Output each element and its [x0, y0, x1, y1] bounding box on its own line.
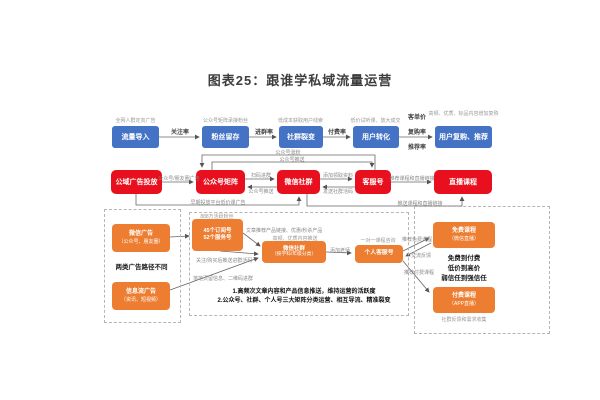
- funnel-note-repurchase: 高频、优质、标品内容增加复购: [428, 111, 499, 117]
- detail-box-community: 微信社群 （按学科/年级分类）: [262, 241, 326, 263]
- funnel-note-traffic: 全网人群定向广告: [115, 118, 156, 124]
- detail-box-personal-service-label: 个人客服号: [364, 250, 394, 257]
- detail-box-paid-course-line2: （APP直播）: [448, 300, 479, 307]
- detail-box-wechat-ads: 微信广告 （公众号、朋友圈）: [112, 224, 170, 252]
- detail-note-one-on-one: 一对一课程咨询: [360, 237, 396, 244]
- detail-label-recommend-paid: 推荐付费课程: [403, 270, 434, 276]
- detail-label-feedback: 交流反馈: [410, 253, 431, 259]
- detail-note-content-push: 高频、优质内容推送: [272, 235, 318, 242]
- funnel-note-fission: 低成本获取用户线索: [277, 118, 323, 124]
- funnel-box-traffic-import: 流量导入: [112, 126, 159, 148]
- funnel-arrow-label-follow-rate: 关注率: [170, 130, 189, 136]
- funnel-box-community-fission: 社群裂变: [279, 126, 323, 148]
- detail-box-free-course-line1: 免费课程: [451, 228, 476, 235]
- funnel-note-retention: 公众号矩阵承接粉丝: [202, 118, 248, 124]
- funnel-final-label-arpu: 客单价: [407, 115, 426, 121]
- channel-label-push: 公众号推送: [248, 189, 274, 195]
- channel-box-official-account-matrix: 公众号矩阵: [196, 170, 245, 194]
- detail-box-accounts-line1: 45个订阅号: [203, 228, 232, 235]
- funnel-note-conversion: 低价试听课、放大成交: [350, 118, 401, 124]
- channel-label-bottom-left: 早期投放平台低价课广告: [190, 199, 246, 206]
- funnel-box-repurchase-referral: 用户复购、推荐: [435, 126, 492, 148]
- detail-label-article-push: 文章推荐产品链接、优惠/秒杀产品: [246, 228, 323, 234]
- channel-box-public-ads: 公域广告投放: [111, 170, 162, 194]
- detail-text-two-ad-paths: 两类广告路径不同: [115, 264, 168, 271]
- funnel-box-user-conversion: 用户转化: [353, 126, 399, 148]
- detail-label-recommend-free: 推荐免费课程: [401, 237, 432, 243]
- detail-box-accounts-line2: 52个服务号: [203, 235, 232, 241]
- detail-label-add-teacher: 添加老师: [329, 248, 350, 254]
- channel-label-code: 发送社群活码: [322, 189, 353, 195]
- funnel-box-fan-retention: 粉丝留存: [202, 126, 249, 148]
- detail-note-community-feedback: 社群反馈和需求收集: [441, 317, 487, 323]
- detail-box-free-course-line2: （微信直播）: [448, 235, 479, 242]
- detail-box-community-line2: （按学科/年级分类）: [271, 252, 317, 258]
- detail-box-feed-ads-line1: 信息流广告: [125, 289, 156, 296]
- detail-box-accounts: 45个订阅号 52个服务号: [192, 219, 243, 251]
- funnel-arrow-label-join-rate: 进群率: [254, 130, 273, 136]
- detail-box-wechat-ads-line2: （公众号、朋友圈）: [118, 238, 164, 245]
- detail-text-trust-ladder: 免费到付费 低价到高价 弱信任到强信任: [433, 254, 495, 284]
- detail-box-community-line1: 微信社群: [282, 245, 305, 252]
- dashed-box-matrix-operation: [189, 212, 409, 316]
- detail-label-landing-page: 落地页留信息、二维码进群: [193, 276, 254, 282]
- bracket-label-inner: 公众号推送: [279, 156, 305, 163]
- bracket-label-outer: 公众号涨粉: [275, 149, 301, 156]
- channel-label-bottom-right: 推送课程和直播链接: [397, 200, 443, 207]
- detail-operation-note-2: 2.公众号、社群、个人号三大矩阵分类运营、相互导流、精准裂变: [217, 298, 391, 305]
- channel-box-live-course: 直播课程: [434, 170, 492, 194]
- funnel-final-label-repurchase-rate: 复购率: [407, 130, 426, 136]
- channel-label-scan: 扫码进群: [250, 173, 271, 179]
- funnel-arrow-label-pay-rate: 付费率: [327, 130, 346, 136]
- dashed-box-ad-paths: [104, 209, 181, 323]
- channel-box-wechat-community: 微信社群: [277, 170, 320, 194]
- detail-box-paid-course-line1: 付费课程: [451, 293, 476, 300]
- page-title: 图表25：跟谁学私域流量运营: [207, 73, 393, 88]
- channel-box-service-account: 客服号: [355, 170, 391, 194]
- funnel-final-label-referral-rate: 推荐率: [407, 145, 426, 151]
- detail-box-free-course: 免费课程 （微信直播）: [433, 222, 495, 248]
- detail-text-trust-line1: 免费到付费: [447, 255, 481, 262]
- dashed-box-course-conversion: [414, 206, 550, 334]
- channel-label-ad: 公众号/朋友圈广告: [158, 175, 200, 182]
- detail-operation-note-1: 1.高频次文章内容和产品信息推送，维持运营的活跃度: [232, 289, 376, 295]
- detail-box-wechat-ads-line1: 微信广告: [128, 231, 153, 238]
- detail-note-active-fans: 888万活跃粉丝: [200, 214, 234, 220]
- detail-box-feed-ads-line2: （资讯、短视频）: [120, 296, 161, 303]
- detail-box-personal-service: 个人客服号: [355, 245, 403, 263]
- detail-box-feed-ads: 信息流广告 （资讯、短视频）: [112, 282, 170, 310]
- detail-text-trust-line3: 弱信任到强信任: [441, 275, 487, 283]
- detail-operation-notes: 1.高频次文章内容和产品信息推送，维持运营的活跃度 2.公众号、社群、个人号三大…: [178, 288, 430, 307]
- detail-box-paid-course: 付费课程 （APP直播）: [433, 287, 495, 313]
- channel-label-recommend: 推荐课程和直播链接: [389, 175, 435, 182]
- detail-label-follow-code: 关注/购买后推送进群活码: [196, 258, 253, 264]
- detail-text-trust-line2: 低价到高价: [447, 265, 481, 273]
- channel-label-add: 添加领取资料: [322, 173, 353, 179]
